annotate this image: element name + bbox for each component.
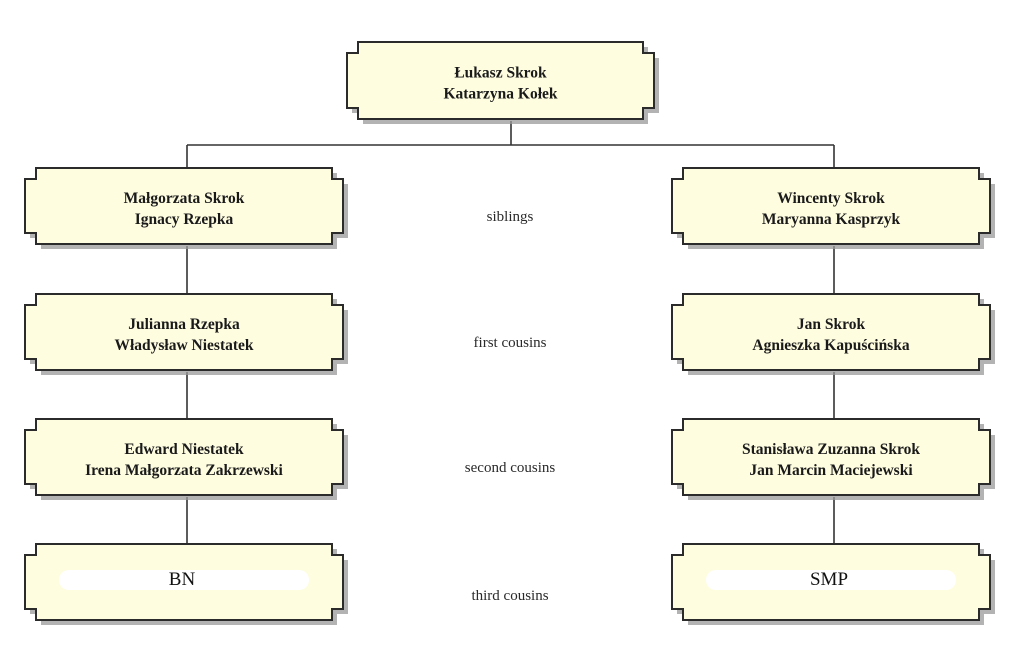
box-shape [671,167,991,245]
generation-label: second cousins [465,460,556,476]
box-shape [24,167,344,245]
person-name-primary: Małgorzata Skrok [124,190,245,207]
connectors [186,121,835,544]
person-name-primary: Edward Niestatek [124,441,244,458]
person-name-primary: Jan Skrok [797,316,866,333]
person-name-primary: Łukasz Skrok [454,65,547,82]
person-name-spouse: Jan Marcin Maciejewski [749,462,913,479]
left-branch-box-4: BN [24,543,348,625]
box-shape [671,418,991,496]
redacted-name-area [706,570,956,590]
box-shape [24,293,344,371]
person-name-primary: Wincenty Skrok [777,190,885,207]
person-name-spouse: Maryanna Kasprzyk [762,211,901,228]
generation-label: siblings [487,209,534,225]
person-initials: BN [169,569,196,590]
generation-label: first cousins [474,335,547,351]
person-name-spouse: Ignacy Rzepka [135,211,234,228]
person-name-primary: Stanisława Zuzanna Skrok [742,441,920,458]
person-name-spouse: Władysław Niestatek [114,337,253,354]
generation-labels: siblings first cousins second cousins third… [465,209,556,604]
redacted-name-area [59,570,309,590]
right-branch-box-4: SMP [671,543,995,625]
person-name-spouse: Irena Małgorzata Zakrzewski [85,462,283,479]
generation-label: third cousins [471,588,548,604]
person-name-spouse: Katarzyna Kołek [443,86,557,103]
person-name-primary: Julianna Rzepka [128,316,240,333]
person-name-spouse: Agnieszka Kapuścińska [752,337,909,354]
box-shape [671,293,991,371]
box-shape [24,418,344,496]
person-initials: SMP [810,569,848,590]
box-shape [346,41,655,120]
